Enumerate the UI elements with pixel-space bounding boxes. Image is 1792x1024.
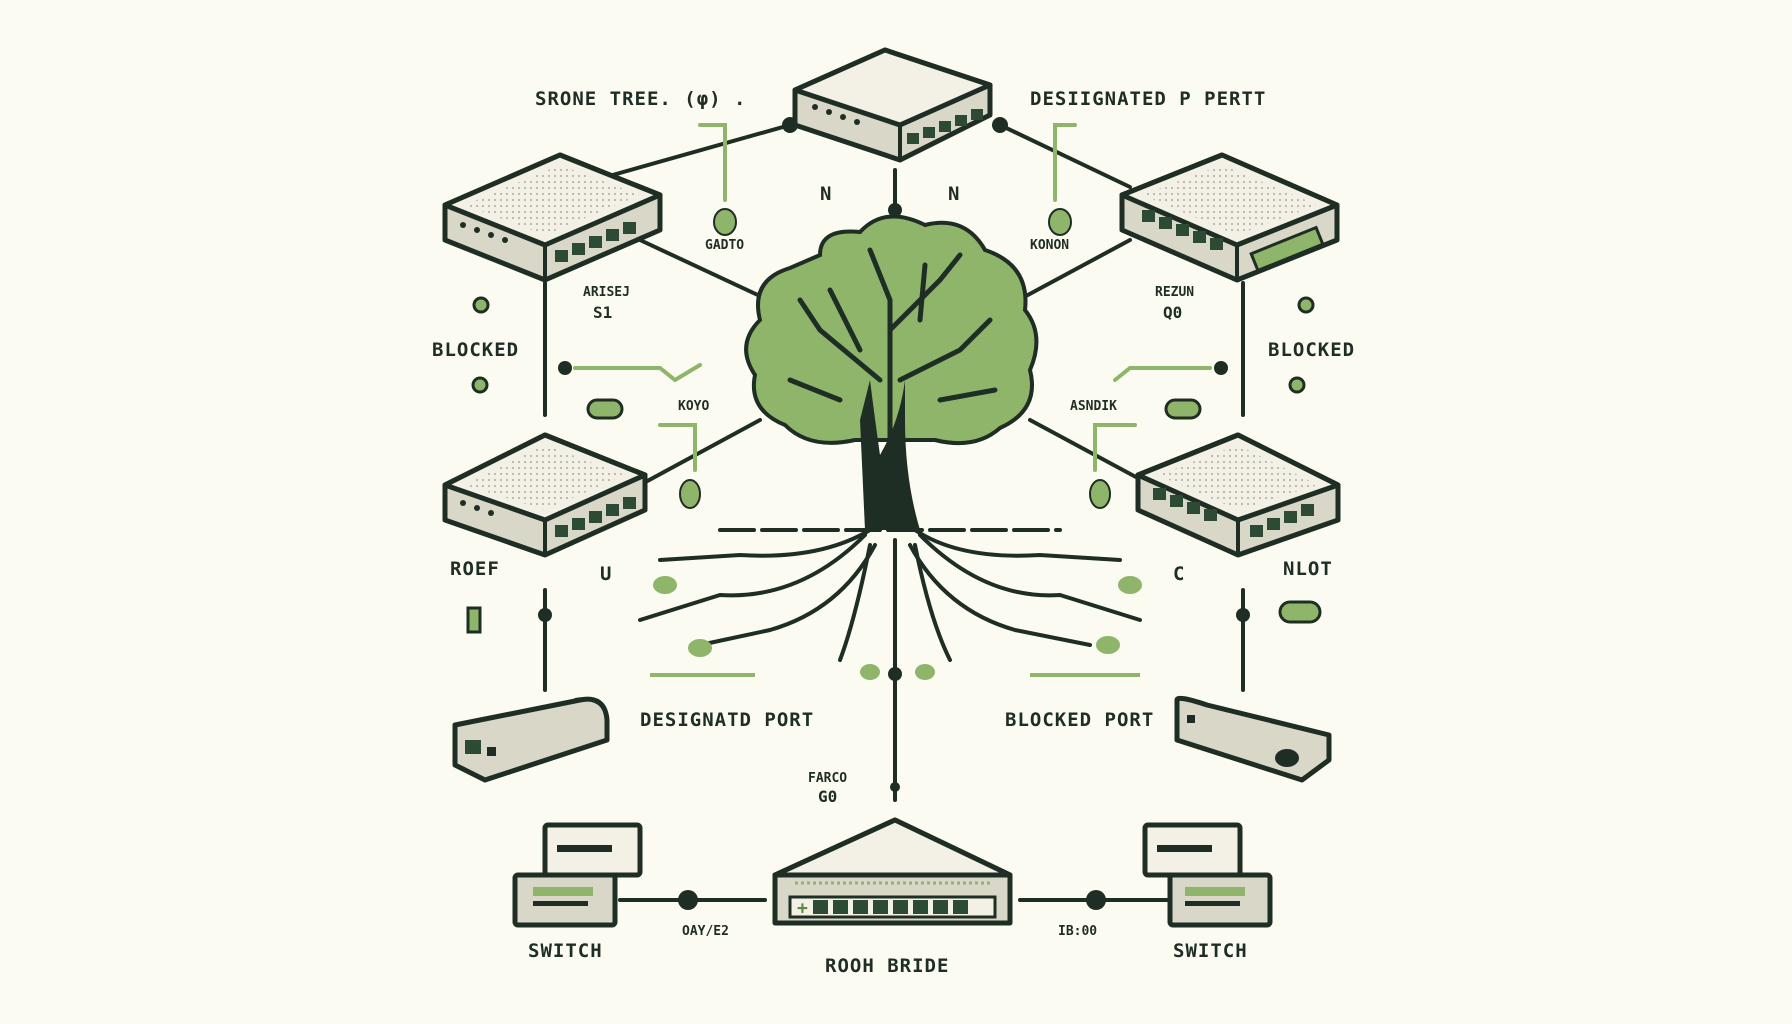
n-right-label: N <box>948 183 960 205</box>
blocked-left-label: BLOCKED <box>432 339 519 361</box>
n-left-label: N <box>820 183 832 205</box>
g0-label: G0 <box>818 787 837 806</box>
link-top-right <box>998 123 1132 189</box>
junction-dot <box>890 782 900 792</box>
status-dot-icon <box>472 296 490 314</box>
port-pill-icon <box>586 398 624 420</box>
leaf-icon <box>713 208 737 236</box>
lock-icon <box>471 376 489 394</box>
farco-label: FARCO <box>808 771 847 786</box>
rezun-label: REZUN <box>1155 285 1194 300</box>
oayez-label: OAY/E2 <box>682 924 729 939</box>
junction-dot <box>992 117 1008 133</box>
leaf-icon <box>688 639 712 657</box>
status-dot-icon <box>1297 296 1315 314</box>
leaf-icon <box>1118 576 1142 594</box>
junction-dot <box>558 361 572 375</box>
tree-icon <box>638 214 1142 680</box>
port-pill-icon <box>1278 600 1322 624</box>
tree-roots <box>638 528 1142 662</box>
switch-device-icon[interactable] <box>792 47 993 163</box>
switch-device-icon[interactable] <box>442 432 648 558</box>
blocked-right-label: BLOCKED <box>1268 339 1355 361</box>
junction-dot <box>888 203 902 217</box>
q0-label: Q0 <box>1163 303 1182 322</box>
lock-icon <box>466 606 482 634</box>
link-left-mid <box>638 418 762 487</box>
root-leaves <box>653 576 1142 680</box>
svg-text:+: + <box>797 898 808 919</box>
gadto-label: GADTO <box>705 238 744 253</box>
roef-label: ROEF <box>450 558 500 580</box>
junction-dot <box>888 667 902 681</box>
u-label: U <box>600 563 612 585</box>
switch-device-icon[interactable] <box>1174 695 1332 783</box>
junction-dots <box>538 117 1250 910</box>
leaf-icon <box>860 664 880 680</box>
konon-label: KONON <box>1030 238 1069 253</box>
switch-device-icon[interactable] <box>1135 432 1341 558</box>
koyo-label: KOYO <box>678 399 709 414</box>
switch-device-icon[interactable] <box>442 152 663 283</box>
nlot-label: NLOT <box>1283 558 1333 580</box>
junction-dot <box>1214 361 1228 375</box>
switch-right-label: SWITCH <box>1173 940 1248 962</box>
left-side-icons <box>466 296 1322 634</box>
switch-device-icon[interactable] <box>1119 152 1340 283</box>
asndik-label: ASNDIK <box>1070 399 1117 414</box>
switch-device-icon[interactable] <box>512 822 643 928</box>
designated-port-label: DESIGNATD PORT <box>640 709 814 731</box>
tree-branches <box>787 247 998 443</box>
root-bridge-icon[interactable]: + <box>772 817 1013 926</box>
green-leaf-markers <box>679 208 1111 509</box>
labels: SRONE TREE. (φ) . DESIIGNATED P PERTT N … <box>432 88 1355 977</box>
switch-left-label: SWITCH <box>528 940 603 962</box>
leaf-icon <box>915 664 935 680</box>
tree-trunk <box>860 380 920 530</box>
s1-label: S1 <box>593 303 612 322</box>
green-connectors <box>573 123 1212 472</box>
junction-dot <box>538 608 552 622</box>
c-label: C <box>1173 563 1185 585</box>
leaf-icon <box>653 576 677 594</box>
leaf-icon <box>1096 636 1120 654</box>
root-bridge-label: ROOH BRIDE <box>825 955 949 977</box>
switch-device-icon[interactable] <box>1142 822 1273 928</box>
junction-dot <box>1236 608 1250 622</box>
arisej-label: ARISEJ <box>583 285 630 300</box>
junction-dot <box>1086 890 1106 910</box>
title-right: DESIIGNATED P PERTT <box>1030 88 1266 110</box>
leaf-icon <box>1048 208 1072 236</box>
lock-icon <box>1288 376 1306 394</box>
junction-dot <box>678 890 698 910</box>
leaf-icon <box>1089 479 1111 509</box>
port-pill-icon <box>1164 398 1202 420</box>
switch-device-icon[interactable] <box>452 696 610 783</box>
ibo0-label: IB:00 <box>1058 924 1097 939</box>
leaf-icon <box>679 479 701 509</box>
blocked-port-label: BLOCKED PORT <box>1005 709 1154 731</box>
title-left: SRONE TREE. (φ) . <box>535 88 746 110</box>
